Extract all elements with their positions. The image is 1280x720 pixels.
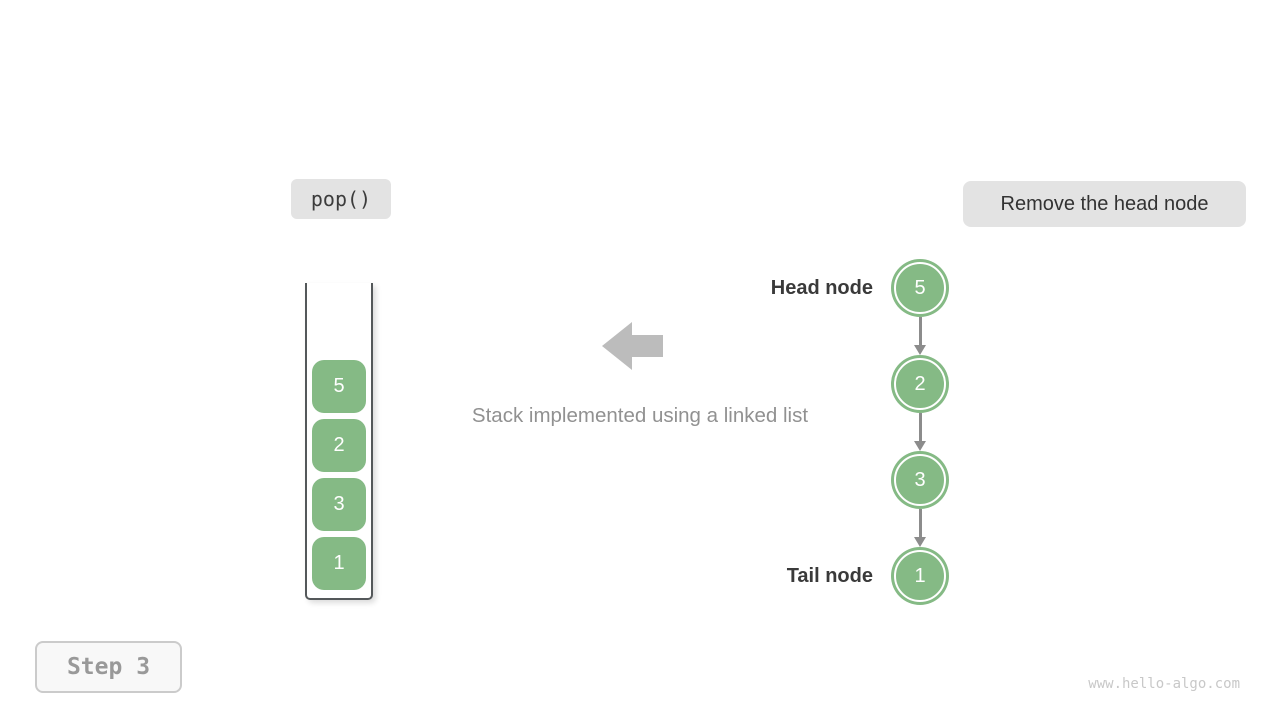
stack-item: 1 [312,537,366,590]
remove-head-description-badge: Remove the head node [963,181,1246,227]
stack-item-value: 3 [333,493,345,515]
head-node-label: Head node [770,277,873,299]
stack-item-value: 5 [333,375,345,397]
linked-list-node: 3 [891,451,949,509]
node-value: 2 [914,372,926,395]
linked-list-node: 5 [891,259,949,317]
linked-list-node: 2 [891,355,949,413]
watermark: www.hello-algo.com [1088,676,1240,692]
left-arrow-icon [602,322,663,370]
node-value: 5 [914,276,926,299]
node-value: 3 [914,468,926,491]
pop-operation-label: pop() [310,187,372,211]
pop-operation-badge: pop() [291,179,391,219]
arrow-down-connector-icon [914,317,926,355]
arrow-down-connector-icon [914,509,926,547]
node-value: 1 [914,564,926,587]
stack-container: 5 2 3 1 [305,283,373,600]
linked-list-node: 1 [891,547,949,605]
step-badge: Step 3 [35,641,182,693]
stack-item: 3 [312,478,366,531]
remove-head-description-label: Remove the head node [1000,192,1209,215]
arrow-down-connector-icon [914,413,926,451]
step-badge-label: Step 3 [66,654,151,680]
stack-item-value: 2 [333,434,345,456]
stack-item-value: 1 [333,552,345,574]
tail-node-label: Tail node [786,565,873,587]
stack-item: 5 [312,360,366,413]
diagram-caption: Stack implemented using a linked list [471,404,809,427]
stack-item: 2 [312,419,366,472]
